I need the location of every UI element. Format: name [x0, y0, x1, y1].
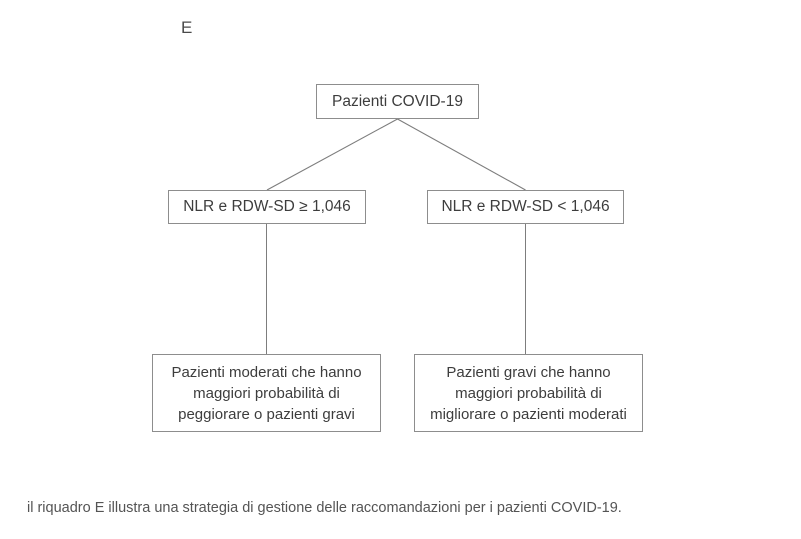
node-outcome-gravi-label: Pazienti gravi che hanno maggiori probab… — [430, 363, 627, 423]
node-nlr-rdwsd-high-label: NLR e RDW-SD ≥ 1,046 — [183, 198, 351, 215]
node-outcome-moderati-label: Pazienti moderati che hanno maggiori pro… — [171, 363, 362, 423]
node-nlr-rdwsd-high: NLR e RDW-SD ≥ 1,046 — [168, 190, 366, 224]
node-outcome-moderati: Pazienti moderati che hanno maggiori pro… — [152, 354, 381, 432]
node-pazienti-covid19: Pazienti COVID-19 — [316, 84, 479, 119]
panel-letter-label: E — [181, 18, 193, 37]
node-nlr-rdwsd-low: NLR e RDW-SD < 1,046 — [427, 190, 624, 224]
node-outcome-gravi: Pazienti gravi che hanno maggiori probab… — [414, 354, 643, 432]
edge-root-to-branch-high — [266, 118, 398, 191]
node-pazienti-covid19-label: Pazienti COVID-19 — [332, 92, 463, 110]
edge-root-to-branch-low — [397, 118, 526, 191]
node-nlr-rdwsd-low-label: NLR e RDW-SD < 1,046 — [441, 198, 610, 215]
figure-caption: il riquadro E illustra una strategia di … — [27, 500, 622, 516]
